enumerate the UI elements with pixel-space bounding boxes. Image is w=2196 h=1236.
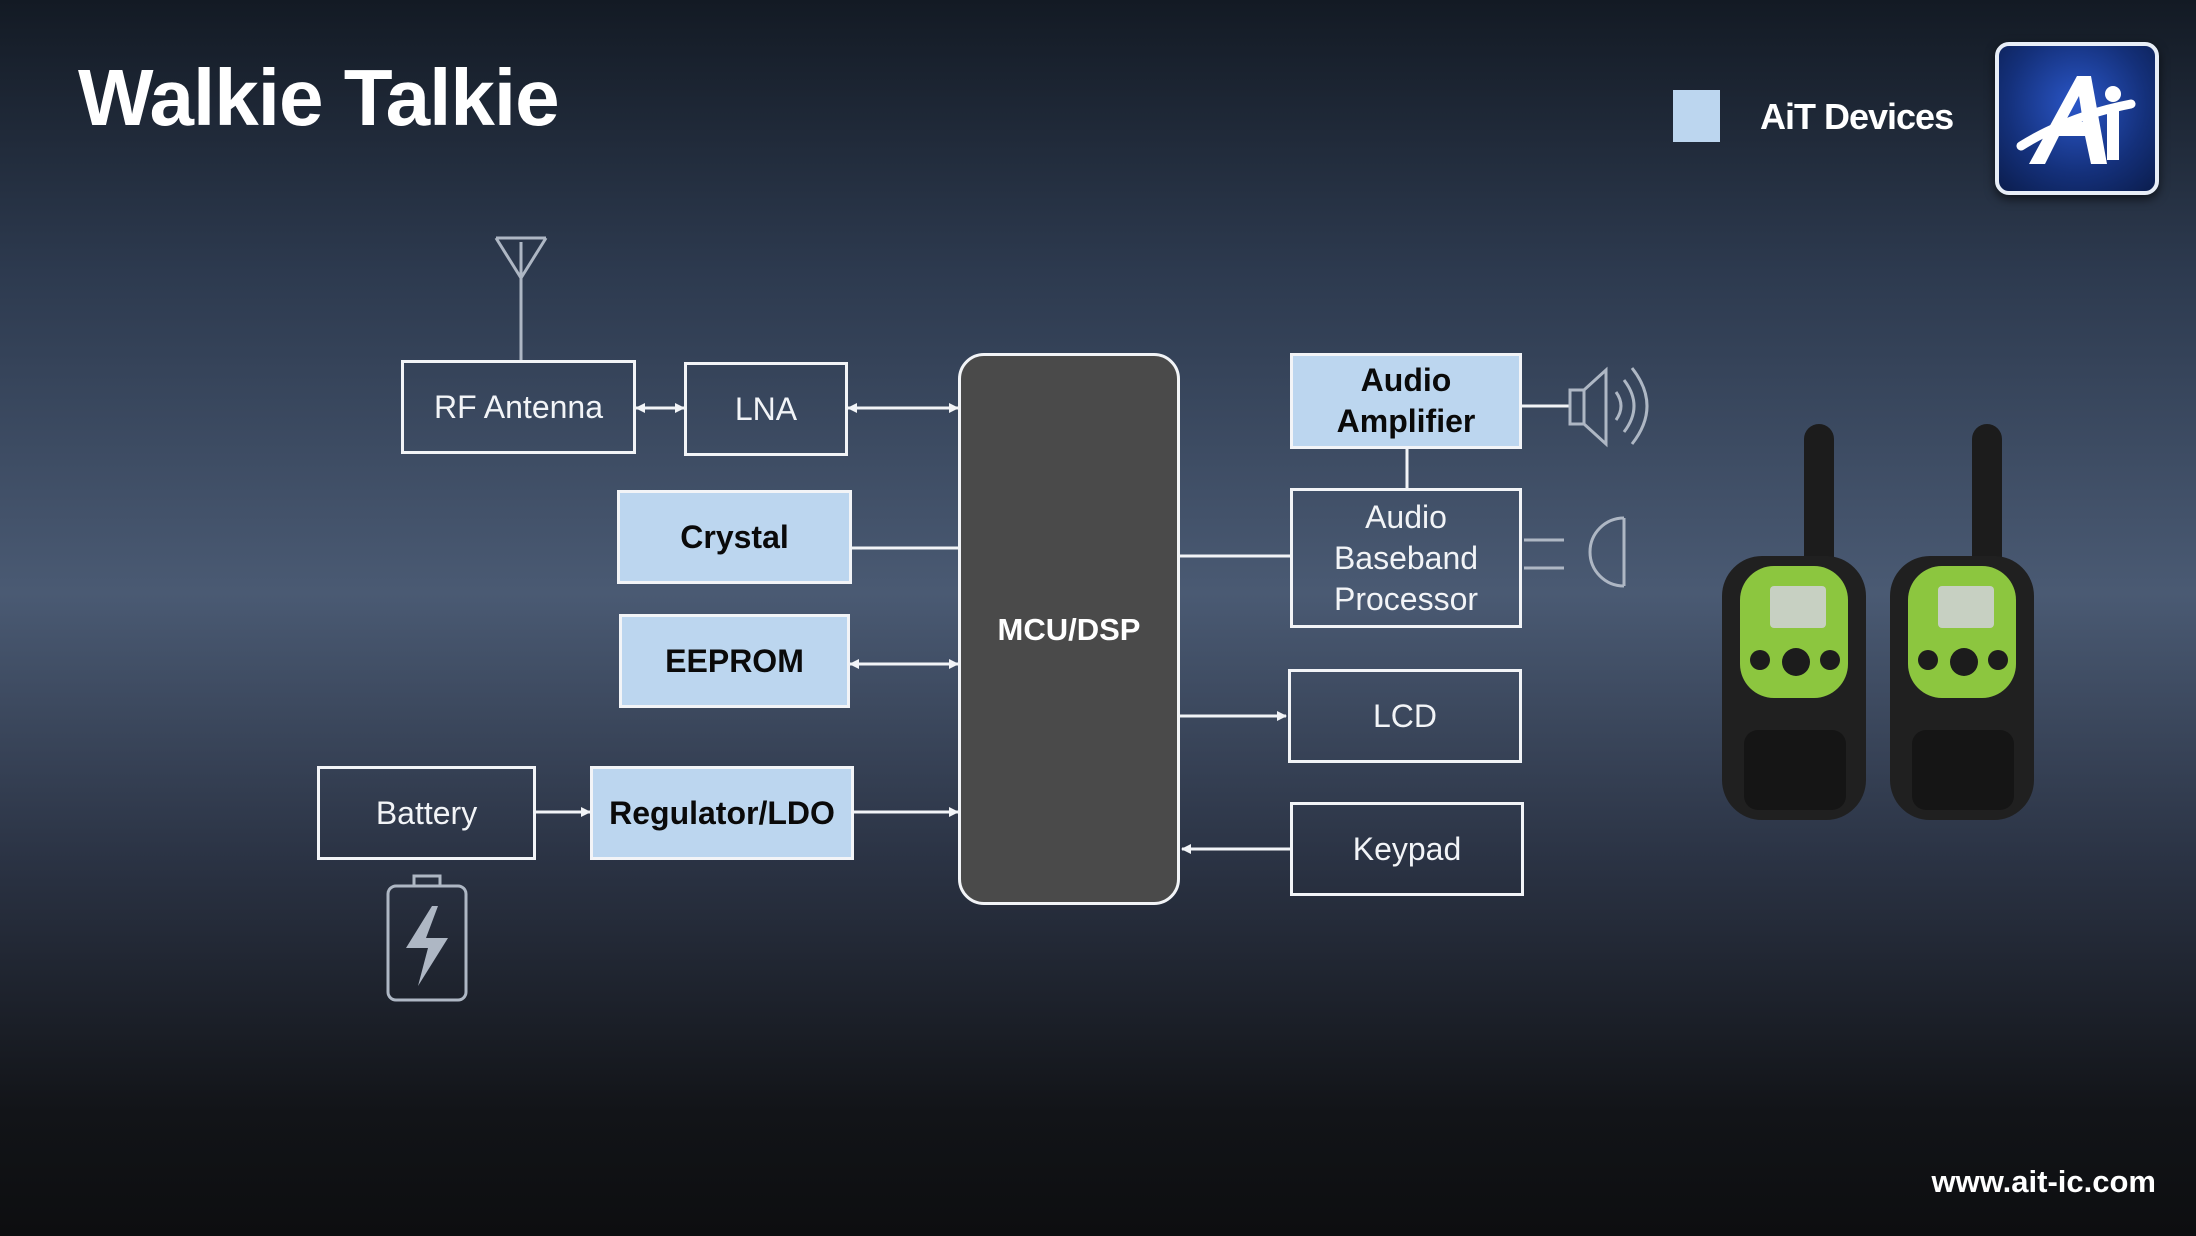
keypad-block: Keypad [1290, 802, 1524, 896]
speaker-icon [1568, 366, 1649, 448]
walkie-talkie-photo [1722, 424, 2034, 820]
crystal-block: Crystal [617, 490, 852, 584]
lna-block: LNA [684, 362, 848, 456]
eeprom-block: EEPROM [619, 614, 850, 708]
legend-label: AiT Devices [1760, 96, 1954, 137]
audio-baseband-block: Audio Baseband Processor [1290, 488, 1522, 628]
lcd-block: LCD [1288, 669, 1522, 763]
ait-logo-icon [1995, 42, 2159, 195]
microphone-icon [1524, 516, 1626, 588]
footer-url[interactable]: www.ait-ic.com [1931, 1164, 2156, 1199]
audio-amplifier-block: Audio Amplifier [1290, 353, 1522, 449]
regulator-block: Regulator/LDO [590, 766, 854, 860]
antenna-icon [494, 236, 548, 360]
battery-icon [386, 874, 468, 1002]
page-title: Walkie Talkie [78, 53, 560, 142]
rf-antenna-block: RF Antenna [401, 360, 636, 454]
legend-swatch [1673, 90, 1720, 142]
mcu-dsp-block: MCU/DSP [958, 353, 1180, 905]
battery-block: Battery [317, 766, 536, 860]
